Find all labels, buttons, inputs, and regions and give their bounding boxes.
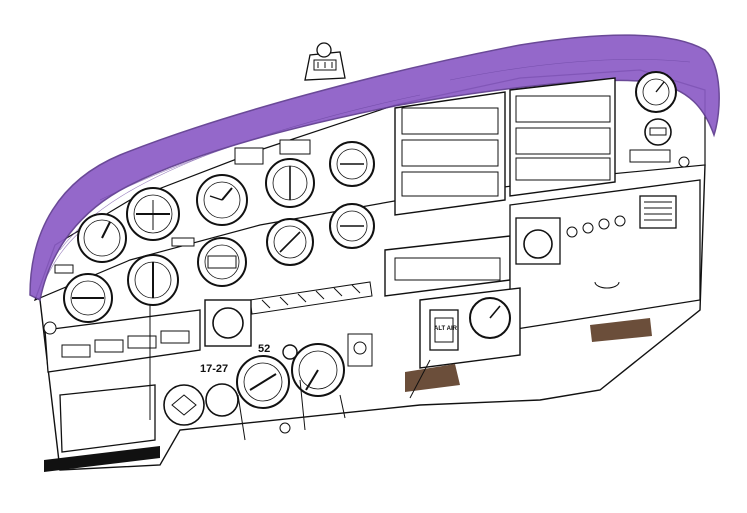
gauge-turn-coordinator-icon [63, 273, 113, 323]
radio-stack [394, 77, 616, 216]
lower-left-compartment [44, 384, 160, 472]
gauge-manifold-icon [329, 203, 375, 249]
gauge-lower-1-icon [163, 384, 205, 426]
glareshield[interactable] [29, 34, 720, 302]
center-lower-console [405, 287, 652, 392]
leader-lines [149, 305, 431, 441]
switch-strip [249, 281, 373, 315]
right-placard [629, 149, 671, 163]
knob-lower [279, 422, 291, 434]
knob-52 [282, 344, 298, 360]
radio-lower-strip [384, 235, 511, 297]
right-console [509, 179, 701, 331]
autopilot-unit [204, 299, 252, 347]
switch-panel-lower-left [44, 309, 201, 373]
gauge-lower-2-icon [205, 383, 239, 417]
gauge-engine-icon [291, 343, 345, 397]
placard-2 [279, 139, 311, 155]
panel-lower-outline [39, 159, 706, 471]
glareshield-texture [44, 59, 691, 281]
gauge-vsi-icon [197, 237, 247, 287]
callout-52: 52 [258, 343, 270, 355]
gauge-altimeter-icon [196, 174, 248, 226]
gauge-adf-icon [266, 218, 314, 266]
small-annunciator [347, 333, 373, 367]
gauge-tachometer-icon [236, 355, 290, 409]
compass-mount [304, 42, 346, 81]
placard-1 [234, 147, 264, 165]
placard-3 [171, 237, 195, 247]
gauge-attitude-icon [126, 187, 180, 241]
callout-17-27: 17-27 [200, 363, 228, 375]
gauge-clock-icon [329, 141, 375, 187]
gauge-heading-icon [127, 254, 179, 306]
right-knob [678, 156, 690, 168]
gauge-right-top-icon [635, 71, 677, 113]
alt-air-plate: ALT AIR [434, 326, 458, 332]
gauge-right-small-icon [644, 118, 672, 146]
left-edge-knob [43, 321, 57, 335]
gauge-vor-icon [265, 158, 315, 208]
placard-4 [54, 264, 74, 274]
annunciator-light-icon [353, 341, 367, 355]
gauge-airspeed-icon [77, 213, 127, 263]
